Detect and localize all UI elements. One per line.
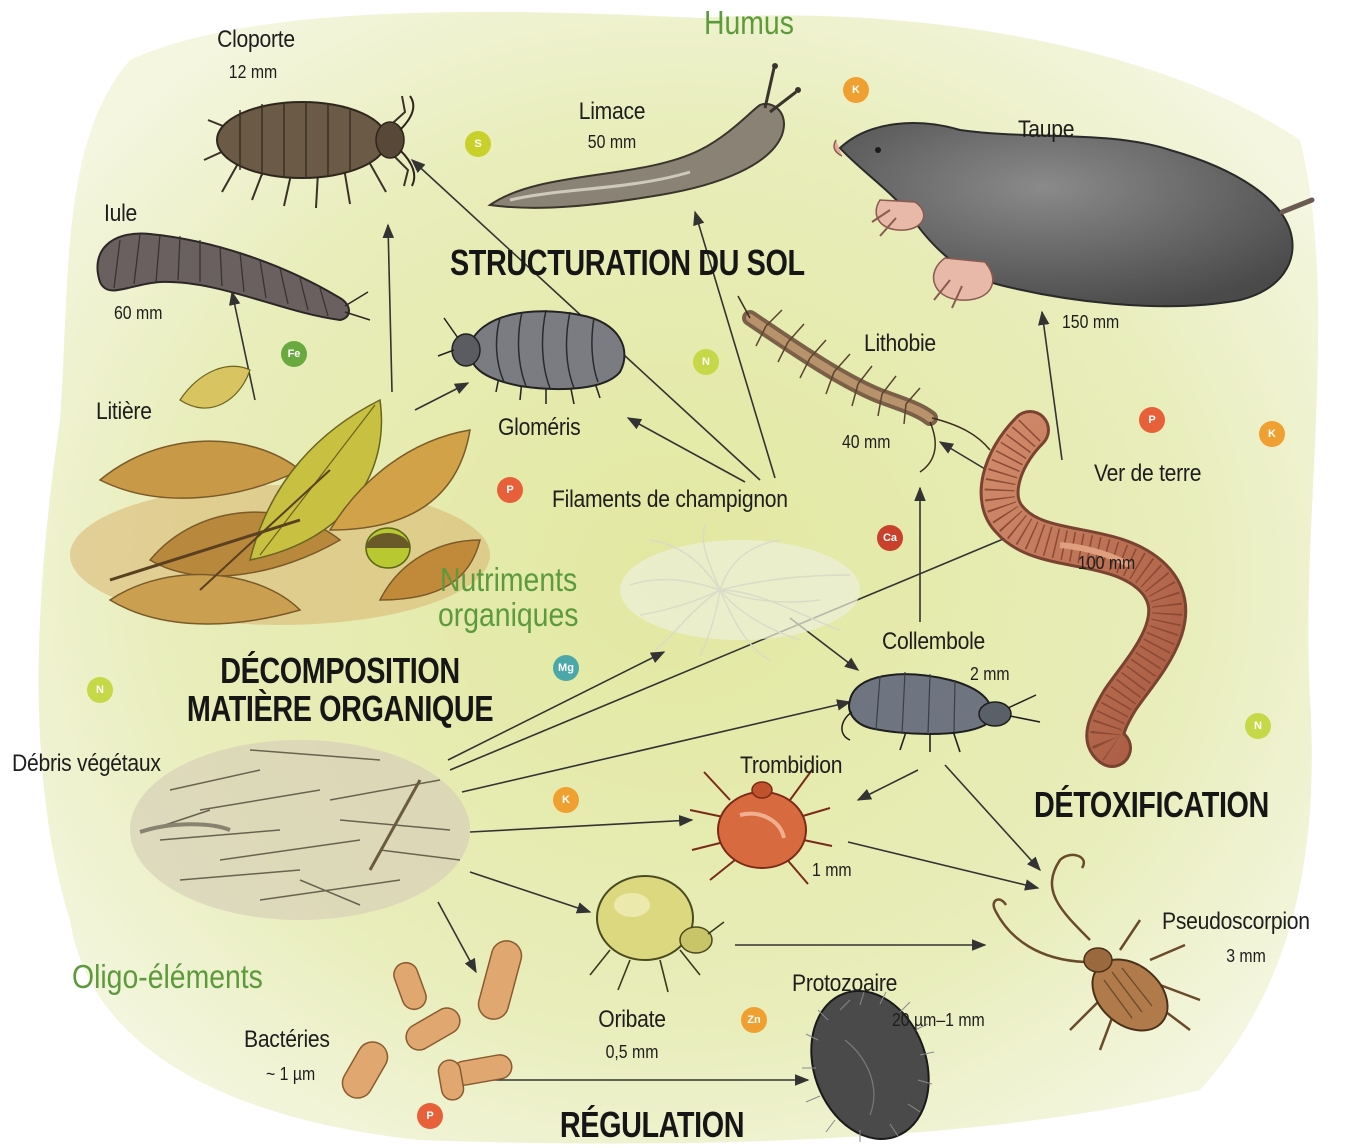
structuration-title: STRUCTURATION DU SOL [450, 244, 805, 282]
oribate-name: Oribate [598, 1006, 665, 1034]
limace-size: 50 mm [588, 132, 636, 153]
litiere-name: Litière [96, 398, 152, 426]
element-badge-p-right: P [1139, 407, 1165, 433]
cloporte-name: Cloporte [217, 26, 295, 54]
protozoaire-name: Protozoaire [792, 970, 897, 998]
filaments-name: Filaments de champignon [552, 486, 788, 514]
nutriments-label-line1: Nutriments [440, 563, 577, 597]
humus-label: Humus [704, 6, 794, 40]
element-badge-n-center: N [693, 349, 719, 375]
element-badge-p-bottom: P [417, 1103, 443, 1129]
nutriments-label-line2: organiques [438, 598, 578, 632]
element-badge-mg: Mg [553, 655, 579, 681]
oligo-elements-label: Oligo-éléments [72, 960, 263, 994]
element-badge-k-top: K [843, 77, 869, 103]
lithobie-name: Lithobie [864, 330, 936, 358]
element-badge-s: S [465, 131, 491, 157]
element-badge-fe: Fe [281, 341, 307, 367]
decomposition-title-line2: MATIÈRE ORGANIQUE [187, 690, 493, 728]
trombidion-size: 1 mm [812, 860, 852, 881]
detoxification-title: DÉTOXIFICATION [1034, 786, 1269, 824]
protozoaire-size: 20 µm–1 mm [892, 1010, 985, 1031]
element-badge-ca: Ca [877, 525, 903, 551]
trombidion-name: Trombidion [740, 752, 842, 780]
regulation-title: RÉGULATION [560, 1106, 744, 1144]
collembole-name: Collembole [882, 628, 985, 656]
bacteries-name: Bactéries [244, 1026, 330, 1054]
element-badge-k-mid: K [553, 787, 579, 813]
element-badge-k-right: K [1259, 421, 1285, 447]
collembole-size: 2 mm [970, 664, 1010, 685]
iule-name: Iule [104, 200, 137, 228]
element-badge-n-right: N [1245, 713, 1271, 739]
pseudoscorpion-name: Pseudoscorpion [1162, 908, 1310, 936]
element-badge-zn: Zn [741, 1007, 767, 1033]
ver-name: Ver de terre [1094, 460, 1201, 488]
taupe-size: 150 mm [1062, 312, 1119, 333]
bacteries-size: ~ 1 µm [266, 1064, 315, 1085]
debris-illustration [130, 740, 470, 920]
pseudoscorpion-size: 3 mm [1226, 946, 1266, 967]
decomposition-title-line1: DÉCOMPOSITION [220, 652, 460, 690]
iule-size: 60 mm [114, 303, 162, 324]
limace-name: Limace [579, 98, 646, 126]
lithobie-size: 40 mm [842, 432, 890, 453]
glomeris-name: Gloméris [498, 414, 580, 442]
element-badge-n-left: N [87, 677, 113, 703]
debris-name: Débris végétaux [12, 750, 161, 778]
cloporte-size: 12 mm [229, 62, 277, 83]
taupe-name: Taupe [1018, 116, 1074, 144]
element-badge-p-left: P [497, 477, 523, 503]
ver-size: 100 mm [1078, 553, 1135, 574]
oribate-size: 0,5 mm [606, 1042, 659, 1063]
